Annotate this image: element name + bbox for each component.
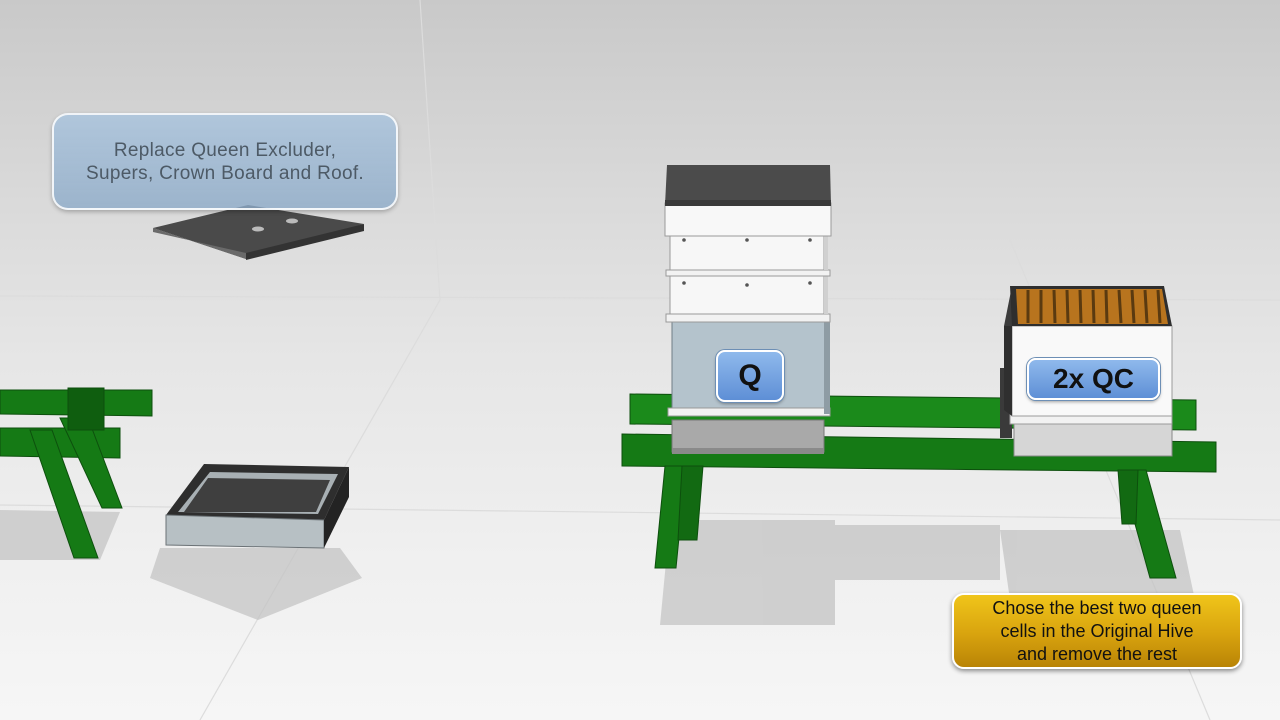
callout-top-line2: Supers, Crown Board and Roof. xyxy=(85,162,364,184)
callout-bottom-line3: and remove the rest xyxy=(1016,643,1178,664)
original-hive xyxy=(664,165,832,454)
nucleus-hive-label: 2x QC xyxy=(1027,358,1160,400)
floor-shadows xyxy=(0,510,1195,625)
callout-bottom-line1: Chose the best two queen xyxy=(992,597,1202,618)
callout-top-line1: Replace Queen Excluder, xyxy=(113,139,337,161)
instruction-callout-top: Replace Queen Excluder, Supers, Crown Bo… xyxy=(52,113,398,210)
callout-bottom-line2: cells in the Original Hive xyxy=(1000,620,1194,641)
original-hive-label: Q xyxy=(716,350,784,402)
green-stand-left xyxy=(0,387,153,559)
crown-board xyxy=(153,205,364,260)
empty-hive-box xyxy=(165,464,349,549)
instruction-callout-bottom: Chose the best two queen cells in the Or… xyxy=(952,593,1242,669)
